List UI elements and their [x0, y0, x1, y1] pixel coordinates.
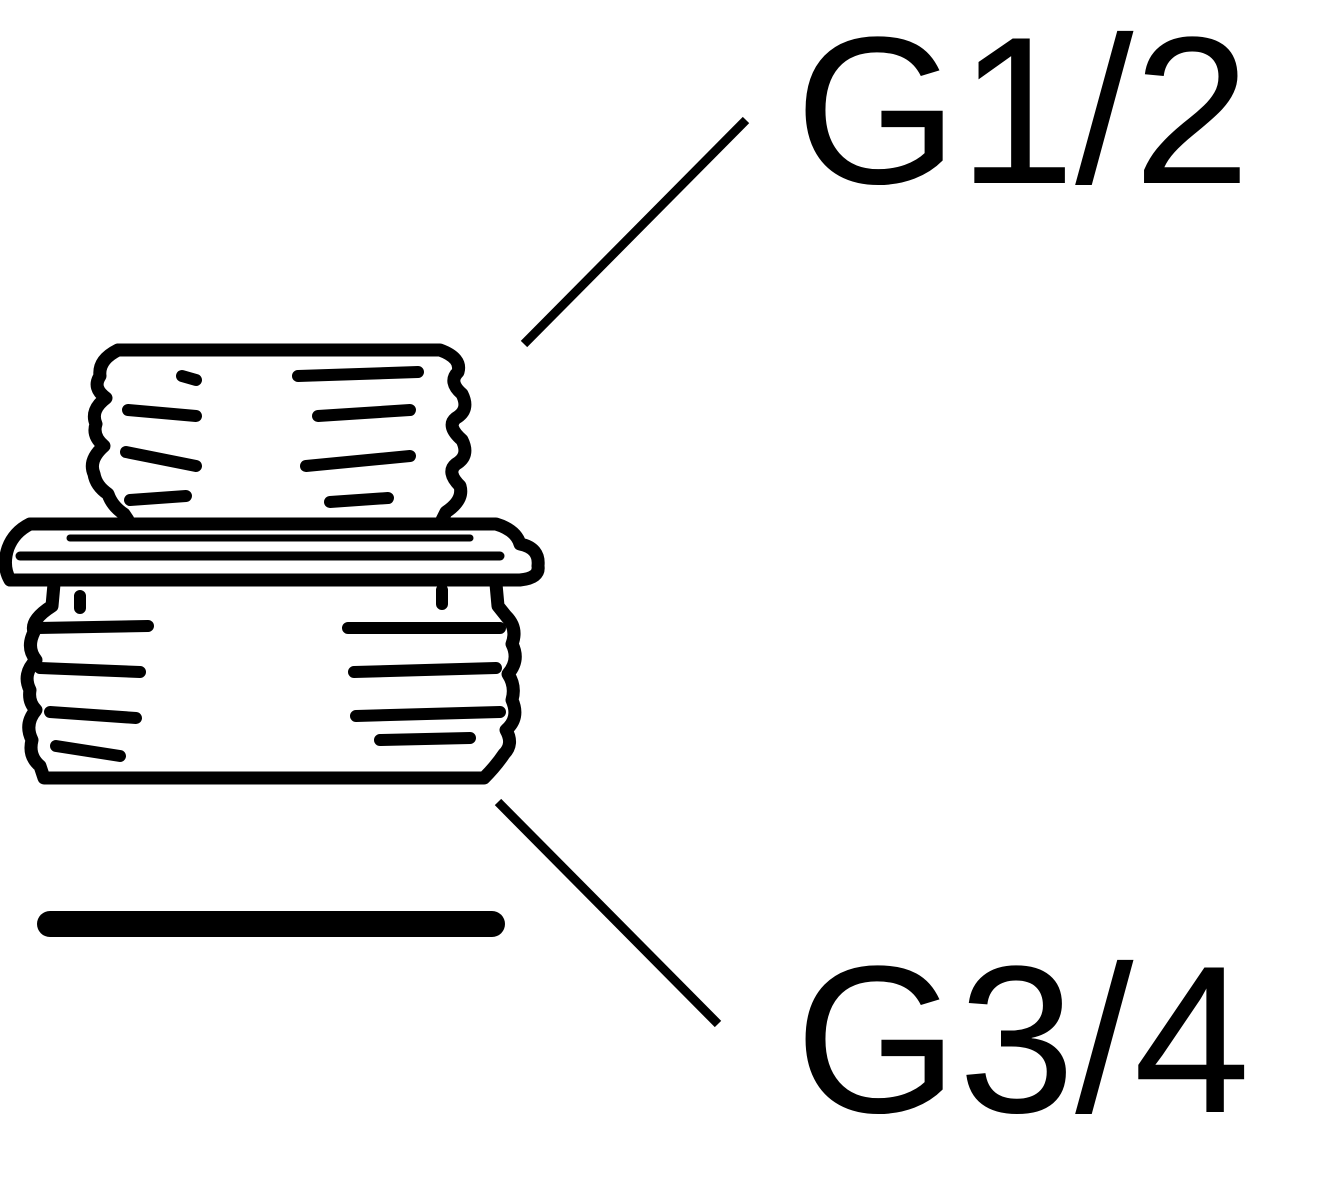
label-g1-2: G1/2: [795, 0, 1250, 228]
leader-line-bottom: [494, 798, 722, 1028]
leader-line-top: [520, 116, 750, 348]
adapter-fitting: [0, 343, 545, 785]
lower-thread-section: [20, 577, 522, 785]
collar-flange: [0, 517, 545, 587]
upper-thread-section: [85, 343, 472, 527]
label-g3-4: G3/4: [795, 922, 1250, 1157]
